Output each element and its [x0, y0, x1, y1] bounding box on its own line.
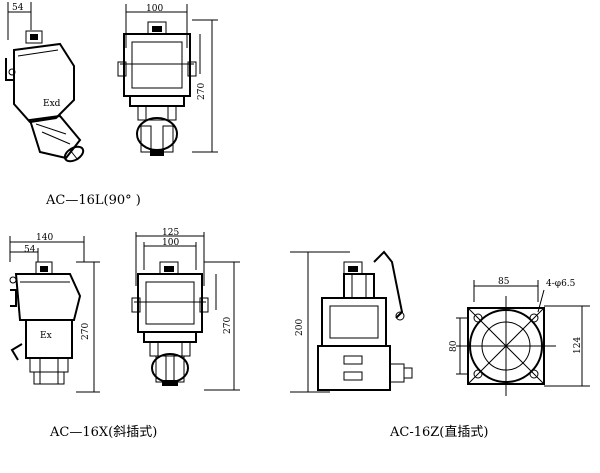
ac16z-top-view: 85 4-φ6.5 80 124: [449, 277, 590, 396]
dim-l-54: 54: [12, 3, 24, 13]
dim-l-100: 100: [146, 4, 163, 14]
dim-x-270-side: 270: [81, 323, 91, 340]
dim-x-100: 100: [162, 238, 179, 248]
ac16l-side-view: 54 Exd: [5, 2, 85, 163]
ac16x-side-view: 140 54 Ex 270: [9, 233, 100, 393]
caption-ac16x: AC—16X(斜插式): [49, 425, 157, 440]
dim-x-54: 54: [24, 245, 36, 255]
caption-ac16l: AC—16L(90° ): [45, 193, 141, 208]
dim-z-200: 200: [295, 319, 305, 336]
dim-x-140: 140: [36, 233, 53, 243]
ac16z-side-view: 200: [290, 250, 413, 393]
label-l-exd: Exd: [43, 99, 61, 109]
dim-l-270: 270: [197, 83, 207, 100]
dim-x-125: 125: [162, 228, 179, 238]
ac16x-front-view: 125 100 270: [131, 228, 240, 391]
dim-z-124: 124: [573, 337, 583, 354]
dim-z-85: 85: [498, 277, 510, 287]
ac16l-front-view: 100 270: [117, 4, 218, 156]
label-x-ex: Ex: [40, 331, 52, 341]
caption-ac16z: AC-16Z(直插式): [389, 425, 488, 440]
dim-z-holes: 4-φ6.5: [546, 279, 576, 289]
dim-z-80: 80: [449, 340, 459, 352]
dim-x-270-front: 270: [223, 317, 233, 334]
